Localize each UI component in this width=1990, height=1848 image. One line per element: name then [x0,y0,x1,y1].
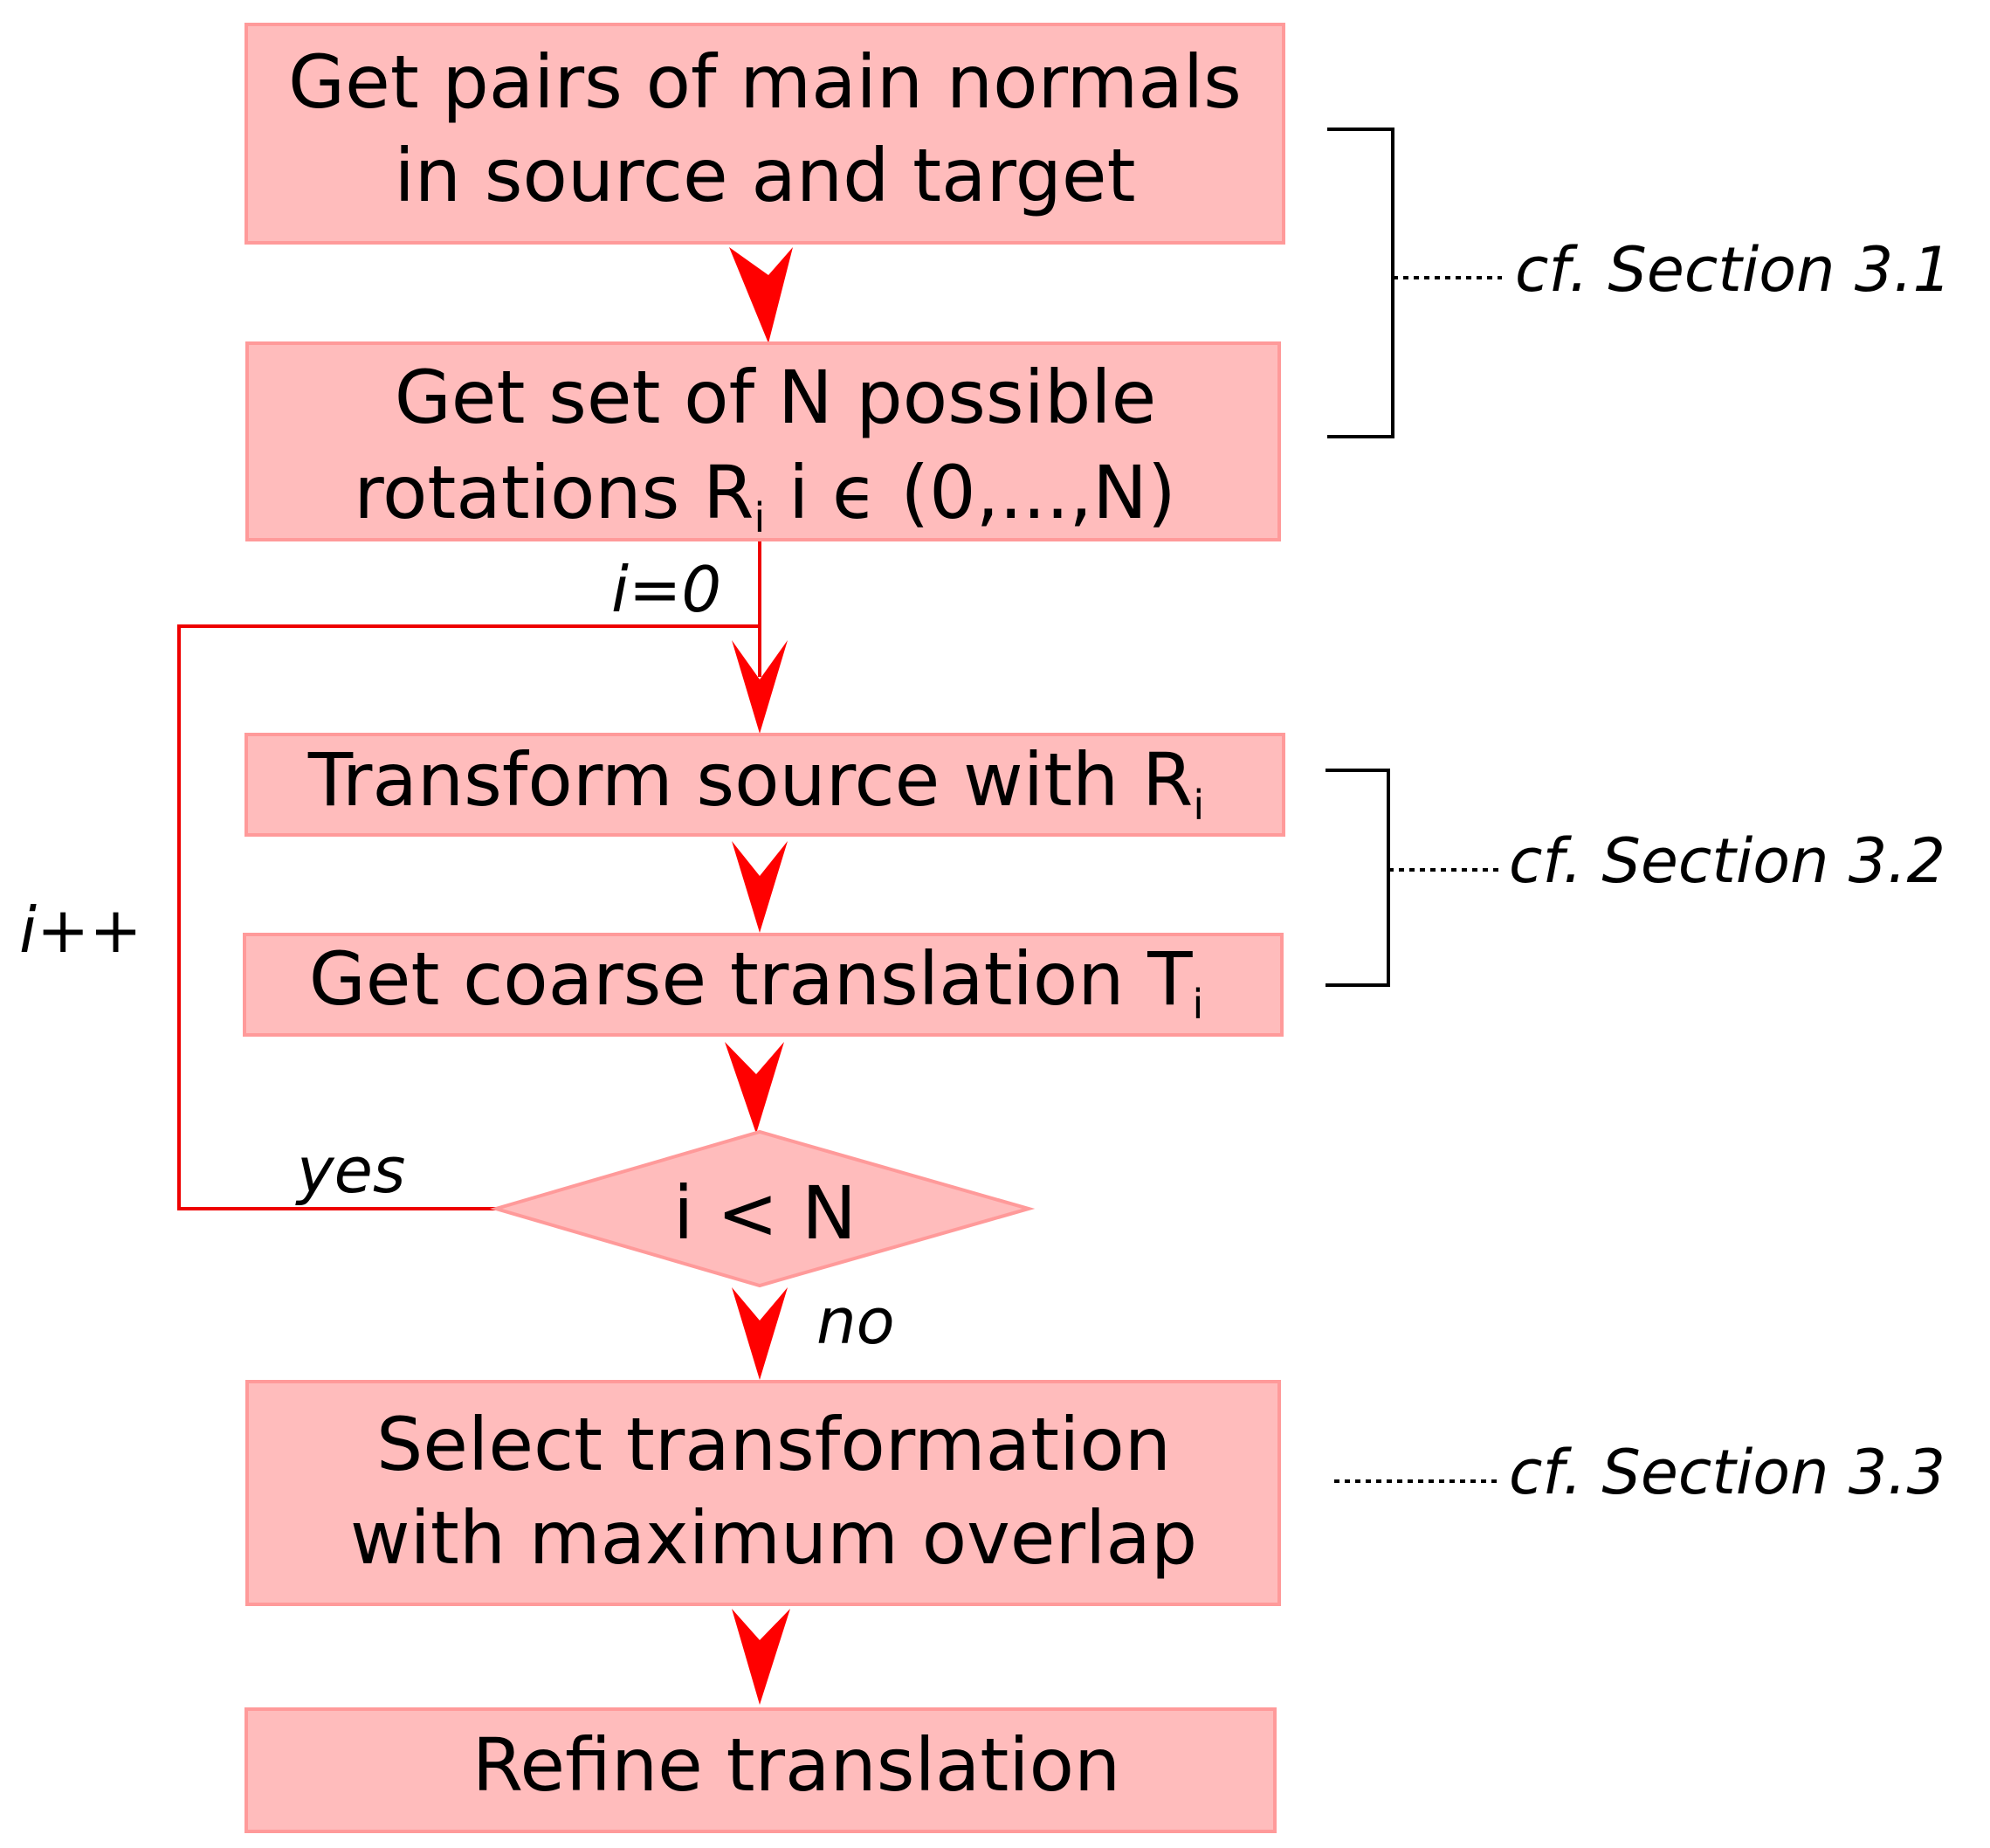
box-coarse-translation-text: Get coarse translation Ti [309,936,1204,1028]
transform-subscript: i [1193,782,1204,829]
label-no: no [816,1285,895,1358]
decision-label: i < N [673,1170,857,1256]
section-ref-3-3: cf. Section 3.3 [1334,1437,1945,1508]
rotations-subscript: i [754,494,766,541]
box-get-rotations-line2: rotations Ri i ϵ (0,...,N) [354,450,1175,541]
box-select-transformation: Select transformation with maximum overl… [245,1380,1281,1606]
section-ref-3-2: cf. Section 3.2 [1326,769,1945,987]
box-get-normals-line1: Get pairs of main normals [288,39,1242,125]
bracket-3-1 [1327,128,1394,438]
ref-section-3-3: cf. Section 3.3 [1509,1437,1945,1508]
box-transform-source-text: Transform source with Ri [307,737,1204,829]
rotations-text: rotations R [354,450,754,535]
coarse-subscript: i [1193,981,1204,1028]
box-get-normals: Get pairs of main normals in source and … [244,23,1285,245]
label-i-equals-0: i=0 [611,553,721,626]
label-i-increment: i++ [19,893,142,967]
box-select-transformation-line1: Select transformation [376,1402,1171,1487]
arrow-coarse-to-decision [725,1042,784,1134]
arrow-transform-to-coarse [732,841,788,933]
loop-back-line [177,624,760,1210]
box-get-rotations-line1: Get set of N possible [395,355,1157,440]
section-ref-3-1: cf. Section 3.1 [1327,128,1952,438]
arrow-into-transform [732,640,788,734]
coarse-text: Get coarse translation T [309,936,1194,1022]
box-get-normals-line2: in source and target [394,133,1135,218]
bracket-3-2 [1326,769,1390,987]
box-refine-translation: Refine translation [244,1707,1277,1833]
arrow-normals-to-rotations [729,247,793,343]
box-refine-translation-text: Refine translation [472,1722,1120,1808]
ref-section-3-1: cf. Section 3.1 [1515,234,1952,306]
box-get-rotations: Get set of N possible rotations Ri i ϵ (… [245,341,1281,541]
arrow-select-to-refine [732,1609,790,1705]
box-transform-source: Transform source with Ri [244,733,1285,837]
transform-text: Transform source with R [307,737,1193,823]
box-coarse-translation: Get coarse translation Ti [243,933,1284,1037]
rotations-range: i ϵ (0,...,N) [765,450,1175,535]
box-select-transformation-line2: with maximum overlap [350,1495,1197,1581]
decision-diamond: i < N [489,1129,1036,1288]
ref-section-3-2: cf. Section 3.2 [1509,825,1945,897]
arrow-decision-to-select [732,1287,788,1380]
label-yes: yes [295,1134,405,1207]
